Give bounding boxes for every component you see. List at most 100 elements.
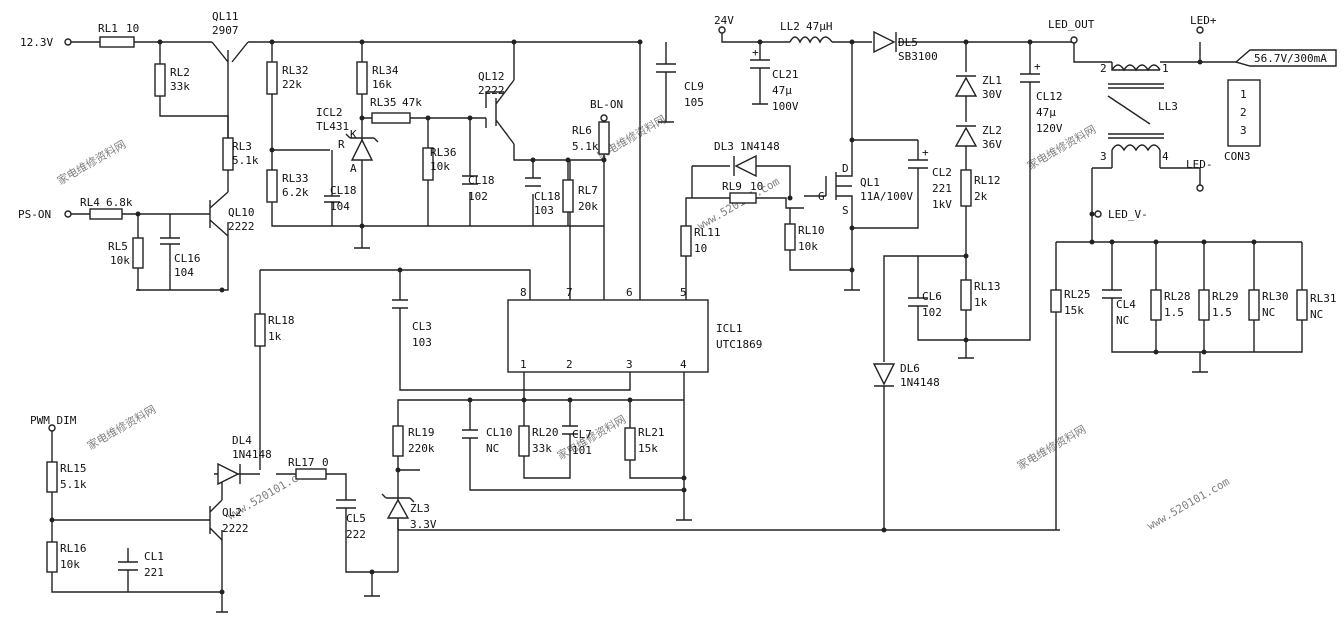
ledplus-label: LED+: [1190, 14, 1217, 27]
rl31-val: NC: [1310, 308, 1323, 321]
ql10-ref: QL10: [228, 206, 255, 219]
cl4-val: NC: [1116, 314, 1129, 327]
icl2-ref: ICL2: [316, 106, 343, 119]
cl12-ref: CL12: [1036, 90, 1063, 103]
ql11-ref: QL11: [212, 10, 239, 23]
ql11-val: 2907: [212, 24, 239, 37]
junctions: [49, 39, 1257, 595]
rl33-val: 6.2k: [282, 186, 309, 199]
rl15-val: 5.1k: [60, 478, 87, 491]
cl12-volt: 120V: [1036, 122, 1063, 135]
tl431-pin-a: A: [350, 162, 357, 175]
con-pin-1: 1: [1240, 88, 1247, 101]
rl16-ref: RL16: [60, 542, 87, 555]
icl1-body: [507, 299, 709, 373]
rl5-ref: RL5: [108, 240, 128, 253]
mos-pin-s: S: [842, 204, 849, 217]
cl10-val: NC: [486, 442, 499, 455]
con3-body: [1227, 79, 1261, 147]
ql2-val: 2222: [222, 522, 249, 535]
ql10-val: 2222: [228, 220, 255, 233]
watermark-text: 家电维修资料网: [55, 137, 129, 188]
dl5-ref: DL5: [898, 36, 918, 49]
ql1-val: 11A/100V: [860, 190, 913, 203]
polarity-mark: +: [752, 46, 759, 59]
con3-ref: CON3: [1224, 150, 1251, 163]
tl431-pin-r: R: [338, 138, 345, 151]
rl31-ref: RL31: [1310, 292, 1337, 305]
output-tag: [1234, 49, 1337, 67]
ic-pin-3: 3: [626, 358, 633, 371]
rl30-val: NC: [1262, 306, 1275, 319]
cl7-ref: CL7: [572, 428, 592, 441]
rl10-val: 10k: [798, 240, 818, 253]
cl6-val: 102: [922, 306, 942, 319]
ll2-ref: LL2: [780, 20, 800, 33]
pson-label: PS-ON: [18, 208, 51, 221]
cl2-ref: CL2: [932, 166, 952, 179]
rl36-ref: RL36: [430, 146, 457, 159]
rl28-val: 1.5: [1164, 306, 1184, 319]
rl11-val: 10: [694, 242, 707, 255]
rl2-ref: RL2: [170, 66, 190, 79]
rl16-val: 10k: [60, 558, 80, 571]
zl1-val: 30V: [982, 88, 1002, 101]
cl18b-ref: CL18: [468, 174, 495, 187]
polarity-mark: +: [922, 146, 929, 159]
tl431-pin-k: K: [350, 128, 357, 141]
mos-pin-d: D: [842, 162, 849, 175]
rl1-ref: RL1: [98, 22, 118, 35]
cl18a-ref: CL18: [330, 184, 357, 197]
rl5-val: 10k: [110, 254, 130, 267]
rl20-val: 33k: [532, 442, 552, 455]
dl4-val: 1N4148: [232, 448, 272, 461]
diode-symbols: [217, 30, 978, 519]
rl1-val: 10: [126, 22, 139, 35]
ic-pin-5: 5: [680, 286, 687, 299]
rl3-ref: RL3: [232, 140, 252, 153]
ledout-label: LED_OUT: [1048, 18, 1095, 31]
ic-pin-7: 7: [566, 286, 573, 299]
rl6-val: 5.1k: [572, 140, 599, 153]
rl29-val: 1.5: [1212, 306, 1232, 319]
rl17-ref: RL17: [288, 456, 315, 469]
resistor-symbols: [46, 36, 1308, 573]
ic-pin-4: 4: [680, 358, 687, 371]
cl12-val: 47μ: [1036, 106, 1056, 119]
ql2-ref: QL2: [222, 506, 242, 519]
cl4-ref: CL4: [1116, 298, 1136, 311]
watermark-url: www.520101.com: [1145, 475, 1232, 533]
ql12-ref: QL12: [478, 70, 505, 83]
mos-pin-g: G: [818, 190, 825, 203]
cl3-val: 103: [412, 336, 432, 349]
ic-pin-6: 6: [626, 286, 633, 299]
pwm-label: PWM DIM: [30, 414, 77, 427]
cl1-val: 221: [144, 566, 164, 579]
port-labels: 12.3V PS-ON PWM DIM BL-ON 24V LED_OUT LE…: [18, 14, 1327, 427]
rl25-val: 15k: [1064, 304, 1084, 317]
polarity-mark: +: [1034, 60, 1041, 73]
ll3-pin-4: 4: [1162, 150, 1169, 163]
dl3-val: 1N4148: [740, 140, 780, 153]
blon-label: BL-ON: [590, 98, 623, 111]
cl9-val: 105: [684, 96, 704, 109]
rl12-ref: RL12: [974, 174, 1001, 187]
con-pin-2: 2: [1240, 106, 1247, 119]
cl1-ref: CL1: [144, 550, 164, 563]
ic-pin-1: 1: [520, 358, 527, 371]
rl4-val: 6.8k: [106, 196, 133, 209]
rl20-ref: RL20: [532, 426, 559, 439]
rl35-val: 47k: [402, 96, 422, 109]
rl4-ref: RL4: [80, 196, 100, 209]
rl18-ref: RL18: [268, 314, 295, 327]
cl18b-val: 102: [468, 190, 488, 203]
cl10-ref: CL10: [486, 426, 513, 439]
cl2-volt: 1kV: [932, 198, 952, 211]
rl9-ref: RL9: [722, 180, 742, 193]
ic-pin-2: 2: [566, 358, 573, 371]
v12-label: 12.3V: [20, 36, 53, 49]
ll3-ref: LL3: [1158, 100, 1178, 113]
cl18a-val: 104: [330, 200, 350, 213]
ic-pin-8: 8: [520, 286, 527, 299]
